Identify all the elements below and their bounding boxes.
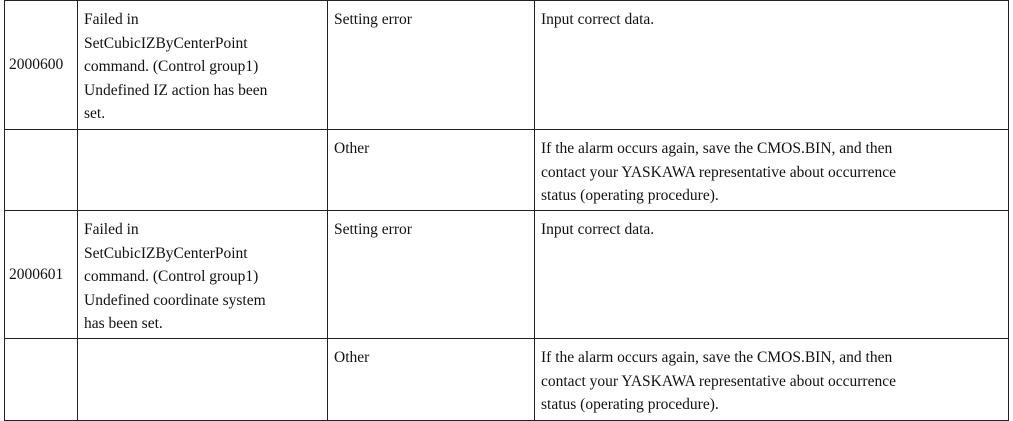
- alarm-code: 2000601: [4, 210, 78, 339]
- table-row: Other If the alarm occurs again, save th…: [4, 338, 1009, 421]
- alarm-description: Failed in SetCubicIZByCenterPoint comman…: [77, 0, 328, 130]
- alarm-cause: Other: [327, 129, 535, 211]
- table-row: 2000601 Failed in SetCubicIZByCenterPoin…: [4, 210, 1009, 339]
- description-line: Failed in: [84, 221, 139, 238]
- description-line: command. (Control group1): [84, 268, 259, 285]
- alarm-cause: Other: [327, 338, 535, 421]
- alarm-description: [77, 129, 328, 211]
- alarm-table: 2000600 Failed in SetCubicIZByCenterPoin…: [4, 0, 1009, 421]
- description-line: SetCubicIZByCenterPoint: [84, 244, 248, 262]
- alarm-cause: Setting error: [327, 0, 535, 130]
- remedy-line: status (operating procedure).: [541, 187, 719, 204]
- alarm-description: Failed in SetCubicIZByCenterPoint comman…: [77, 210, 328, 339]
- description-line: Undefined coordinate system: [84, 291, 266, 309]
- alarm-code: [4, 129, 78, 211]
- remedy-line: If the alarm occurs again, save the CMOS…: [541, 140, 893, 157]
- table-row: Other If the alarm occurs again, save th…: [4, 129, 1009, 211]
- alarm-remedy: If the alarm occurs again, save the CMOS…: [534, 129, 1009, 211]
- alarm-remedy: Input correct data.: [534, 0, 1009, 130]
- alarm-description: [77, 338, 328, 421]
- description-line: has been set.: [84, 315, 163, 332]
- alarm-cause: Setting error: [327, 210, 535, 339]
- remedy-line: contact your YASKAWA representative abou…: [541, 163, 896, 181]
- alarm-remedy: If the alarm occurs again, save the CMOS…: [534, 338, 1009, 421]
- table-row: 2000600 Failed in SetCubicIZByCenterPoin…: [4, 0, 1009, 130]
- description-line: command. (Control group1): [84, 58, 259, 75]
- description-line: Undefined IZ action has been: [84, 81, 268, 99]
- remedy-line: Input correct data.: [541, 221, 655, 238]
- alarm-code: 2000600: [4, 0, 78, 130]
- remedy-line: Input correct data.: [541, 11, 655, 28]
- remedy-line: contact your YASKAWA representative abou…: [541, 372, 896, 390]
- description-line: SetCubicIZByCenterPoint: [84, 34, 248, 52]
- remedy-line: If the alarm occurs again, save the CMOS…: [541, 349, 893, 366]
- alarm-code: [4, 338, 78, 421]
- remedy-line: status (operating procedure).: [541, 396, 719, 413]
- description-line: Failed in: [84, 11, 139, 28]
- alarm-remedy: Input correct data.: [534, 210, 1009, 339]
- description-line: set.: [84, 105, 106, 122]
